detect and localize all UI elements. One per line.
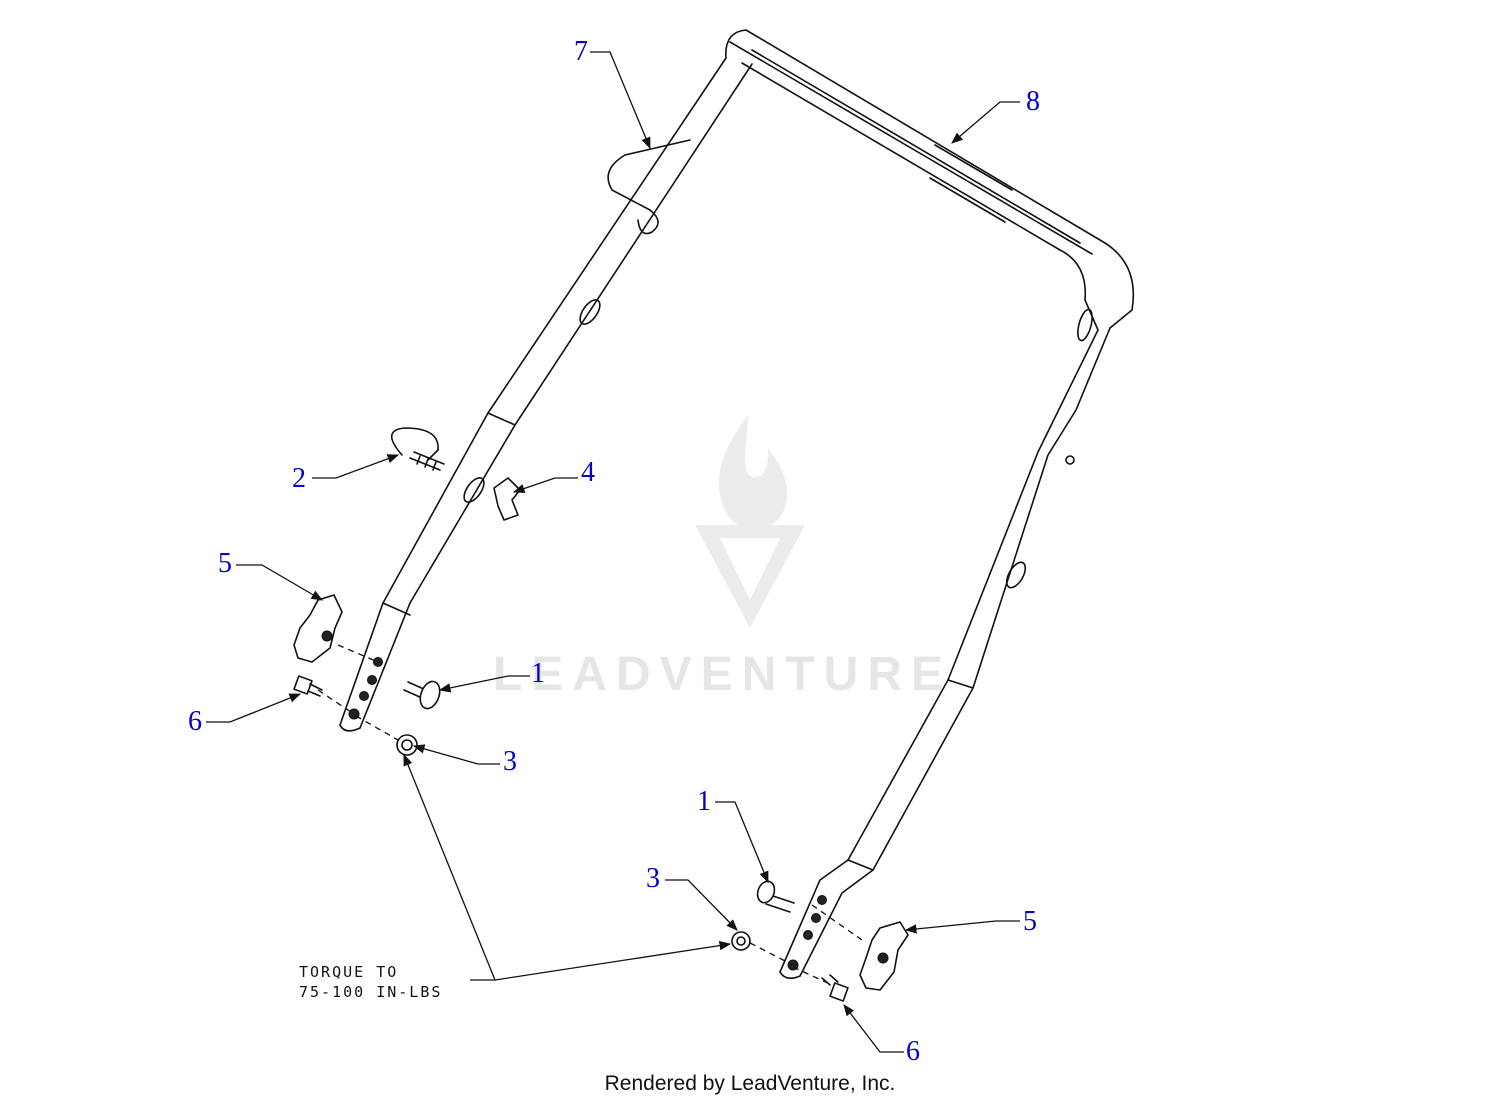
lock-nut-right-part — [731, 931, 751, 951]
carriage-bolt-right-part — [756, 880, 795, 913]
callout-labels: 7 8 2 4 5 1 6 3 1 3 5 6 — [188, 36, 1040, 1067]
torque-note: TORQUE TO 75-100 IN-LBS — [299, 963, 442, 1001]
callout-3-left: 3 — [503, 746, 517, 777]
callout-2: 2 — [292, 463, 306, 494]
torque-note-line2: 75-100 IN-LBS — [299, 983, 442, 1001]
callout-5-right: 5 — [1023, 906, 1037, 937]
watermark-v-icon — [695, 525, 805, 628]
callout-7: 7 — [574, 36, 588, 67]
carriage-bolt-left-part — [403, 680, 441, 710]
watermark-flame-icon — [718, 415, 788, 530]
star-knob-right-hub — [877, 952, 889, 964]
cable-guide-part — [607, 139, 691, 235]
eye-bolt-part — [390, 427, 445, 471]
wing-nut-part — [493, 477, 521, 521]
callout-3-right: 3 — [646, 863, 660, 894]
callout-6-left: 6 — [188, 706, 202, 737]
callout-1-right: 1 — [697, 786, 711, 817]
watermark: LEADVENTURE — [493, 415, 952, 701]
assembly-lines — [317, 644, 863, 986]
bolt-left-part — [293, 675, 323, 697]
credit-text: Rendered by LeadVenture, Inc. — [605, 1072, 896, 1095]
leader-lines — [206, 51, 1020, 1053]
callout-6-right: 6 — [906, 1036, 920, 1067]
handle-frame — [339, 29, 1135, 980]
bolt-right-part — [821, 974, 849, 1002]
torque-note-line1: TORQUE TO — [299, 963, 398, 981]
callout-4: 4 — [581, 457, 595, 488]
callout-5-left: 5 — [218, 548, 232, 579]
callout-8: 8 — [1026, 86, 1040, 117]
callout-1-left: 1 — [531, 658, 545, 689]
watermark-text: LEADVENTURE — [493, 648, 952, 701]
star-knob-left-hub — [321, 630, 333, 642]
lock-nut-left-part — [396, 734, 418, 756]
star-knob-left-part — [293, 594, 343, 663]
